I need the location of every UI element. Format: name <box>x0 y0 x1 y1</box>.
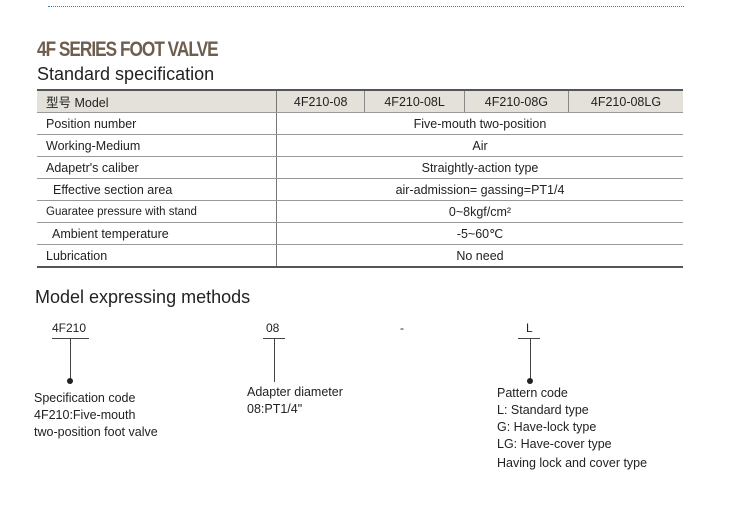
code-spec: 4F210 <box>52 321 87 335</box>
desc-line: G: Have-lock type <box>497 420 597 434</box>
desc-line: two-position foot valve <box>34 425 158 439</box>
row-value: -5~60℃ <box>276 222 683 245</box>
dotted-divider <box>48 6 684 7</box>
leader-dot <box>527 378 533 384</box>
pattern-description: Pattern code L: Standard type G: Have-lo… <box>497 385 647 472</box>
leader-dot <box>67 378 73 384</box>
desc-line: Adapter diameter <box>247 385 343 399</box>
size-description: Adapter diameter 08:PT1/4" <box>247 384 343 418</box>
row-value: Air <box>276 134 683 157</box>
row-value: No need <box>276 244 683 268</box>
model-col: 4F210-08G <box>464 90 569 113</box>
model-col: 4F210-08 <box>276 90 366 113</box>
desc-line: Having lock and cover type <box>497 456 648 470</box>
row-value: air-admission= gassing=PT1/4 <box>276 178 683 201</box>
code-size: 08 <box>266 321 280 335</box>
row-value: 0~8kgf/cm² <box>276 200 683 223</box>
code-pattern: L <box>526 321 533 335</box>
header-label: 型号 Model <box>37 90 277 113</box>
page-title: 4F SERIES FOOT VALVE <box>37 38 219 61</box>
model-col: 4F210-08L <box>364 90 465 113</box>
row-label: Adapetr's caliber <box>37 156 277 179</box>
code-underline <box>518 338 540 339</box>
desc-line: 08:PT1/4" <box>247 402 303 416</box>
row-label: Lubrication <box>37 244 277 268</box>
row-label: Guaratee pressure with stand <box>37 200 277 223</box>
spec-table: 型号 Model 4F210-08 4F210-08L 4F210-08G 4F… <box>37 89 683 268</box>
desc-line: LG: Have-cover type <box>497 437 612 451</box>
table-header-row: 型号 Model 4F210-08 4F210-08L 4F210-08G 4F… <box>37 90 683 113</box>
row-value: Five-mouth two-position <box>276 112 683 135</box>
model-col: 4F210-08LG <box>568 90 683 113</box>
leader-line <box>70 338 71 381</box>
row-label: Working-Medium <box>37 134 277 157</box>
desc-line: 4F210:Five-mouth <box>34 408 136 422</box>
leader-line <box>274 338 275 382</box>
code-dash: - <box>400 321 404 335</box>
row-label: Position number <box>37 112 277 135</box>
row-value: Straightly-action type <box>276 156 683 179</box>
row-label: Ambient temperature <box>37 222 277 245</box>
leader-line <box>530 338 531 381</box>
model-heading: Model expressing methods <box>35 287 251 307</box>
desc-line: L: Standard type <box>497 403 589 417</box>
spec-heading: Standard specification <box>37 64 215 84</box>
desc-line: Specification code <box>34 391 136 405</box>
row-label: Effective section area <box>37 178 277 201</box>
table-row: Ambient temperature-5~60℃ <box>37 222 683 245</box>
desc-line: Pattern code <box>497 386 568 400</box>
spec-description: Specification code 4F210:Five-mouth two-… <box>34 390 158 441</box>
